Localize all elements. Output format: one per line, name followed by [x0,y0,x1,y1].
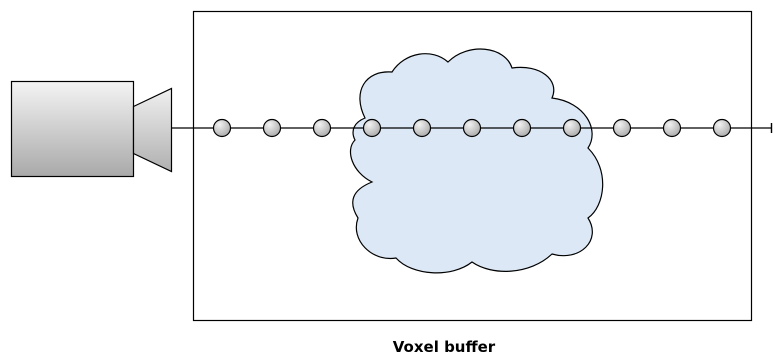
sample-point [362,118,382,138]
voxel-buffer-caption: Voxel buffer [393,338,496,356]
sample-point [712,118,732,138]
sample-point [612,118,632,138]
camera-body [10,80,135,178]
sample-point [512,118,532,138]
voxel-buffer-frame [192,10,753,322]
sample-point [662,118,682,138]
volume-cloud [350,48,604,274]
camera-lens [132,87,173,173]
sample-point [312,118,332,138]
camera-icon [10,80,173,178]
sample-point [212,118,232,138]
sample-point [462,118,482,138]
sample-point [562,118,582,138]
sample-point [262,118,282,138]
sample-point [412,118,432,138]
sample-points [212,118,732,138]
